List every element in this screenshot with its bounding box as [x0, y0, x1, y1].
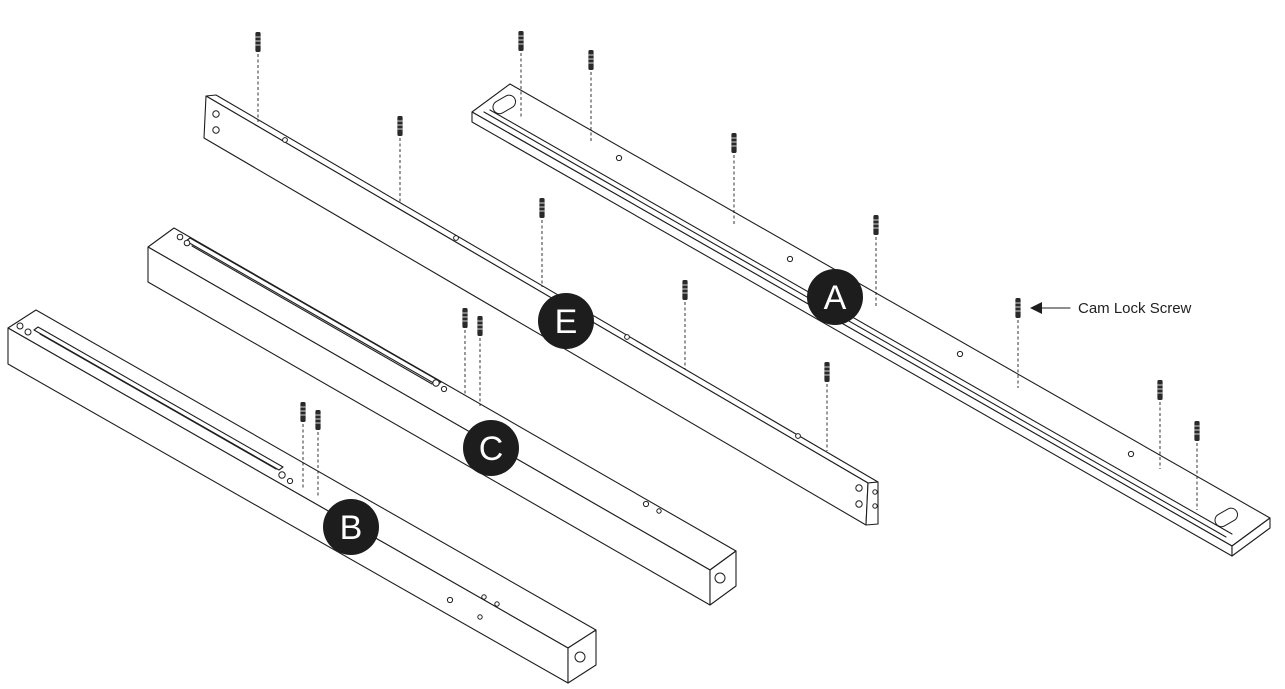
cam-lock-screw-icon [588, 49, 594, 71]
cam-lock-screw-icon [254, 31, 262, 53]
cam-lock-screw-icon [518, 30, 524, 52]
cam-lock-screw-icon [731, 132, 737, 154]
badge-a: A [807, 269, 863, 325]
badge-e: E [538, 293, 594, 349]
cam-lock-screw-icon [539, 197, 545, 219]
cam-lock-screw-icon [396, 115, 404, 137]
cam-lock-screw-icon [476, 315, 484, 337]
cam-lock-screw-icon [314, 409, 322, 431]
badge-b: B [323, 499, 379, 555]
cam-lock-screw-label: Cam Lock Screw [1078, 300, 1192, 317]
badge-a-label: A [824, 279, 847, 317]
badge-c-label: C [479, 430, 504, 468]
badge-e-label: E [555, 303, 578, 341]
screw-set [254, 30, 1200, 510]
cam-lock-screw-icon [824, 361, 830, 383]
badge-b-label: B [340, 509, 363, 547]
cam-lock-screw-icon [873, 214, 879, 236]
rail-a [471, 83, 1271, 557]
cam-lock-screw-icon [682, 279, 688, 301]
cam-lock-screw-icon [1015, 297, 1021, 319]
cam-lock-screw-icon [1194, 420, 1200, 442]
rail-c [147, 227, 737, 606]
cam-lock-screw-icon [299, 401, 307, 423]
rail-b [7, 309, 597, 684]
cam-lock-callout: Cam Lock Screw [1030, 300, 1192, 317]
cam-lock-screw-icon [461, 307, 469, 329]
cam-lock-screw-icon [1157, 379, 1163, 401]
arrow-left-icon [1030, 302, 1042, 314]
badge-c: C [463, 420, 519, 476]
rail-e [203, 94, 879, 526]
